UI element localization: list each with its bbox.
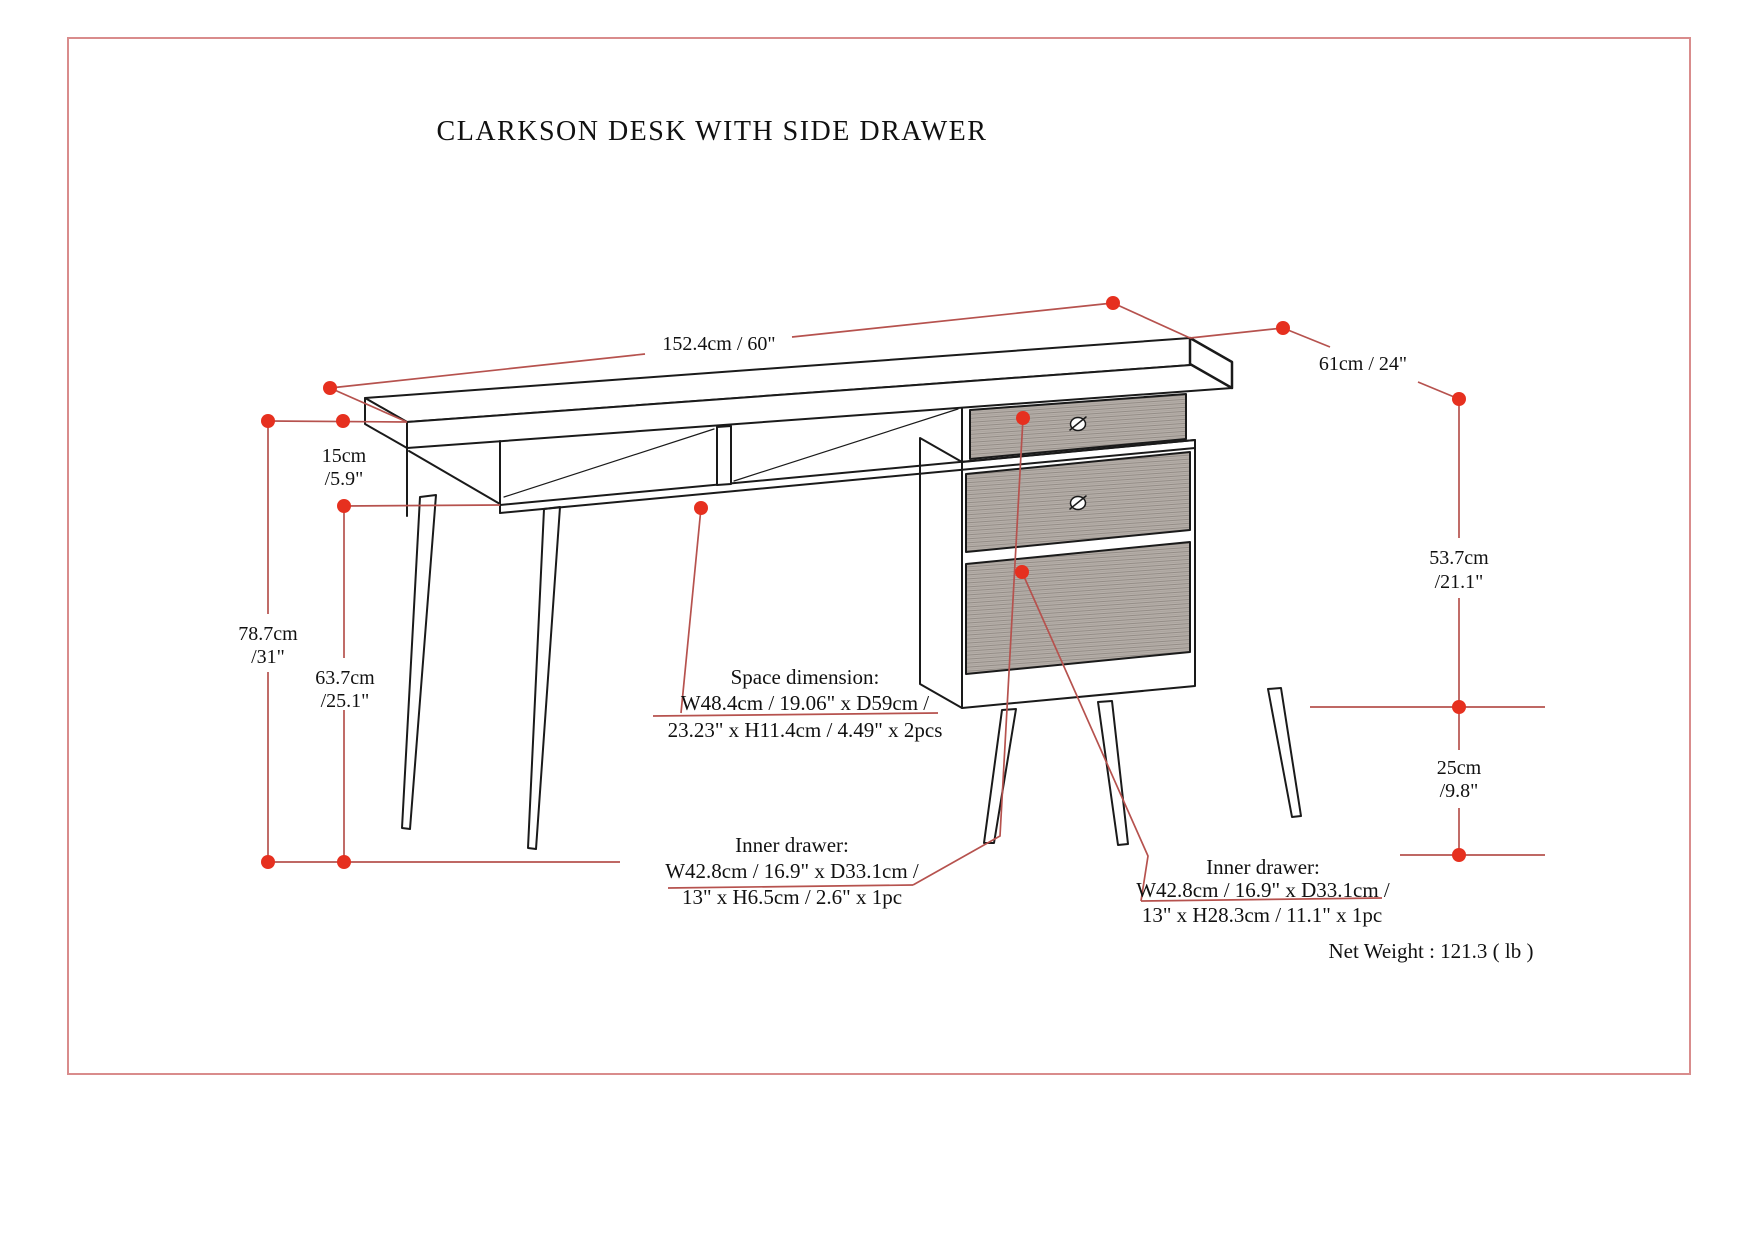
space-note-line2: W48.4cm / 19.06" x D59cm /	[681, 691, 929, 715]
small-drawer-note-line1: Inner drawer:	[735, 833, 849, 857]
large-drawer-note-line3: 13" x H28.3cm / 11.1" x 1pc	[1142, 903, 1382, 927]
height-dim-label-cm: 78.7cm	[238, 623, 298, 645]
page-title: CLARKSON DESK WITH SIDE DRAWER	[437, 116, 988, 147]
page-border	[67, 37, 1691, 1075]
clearance-dim-label-cm: 63.7cm	[315, 667, 375, 689]
small-drawer-note-line3: 13" x H6.5cm / 2.6" x 1pc	[682, 885, 902, 909]
pedestal-back-leg	[1267, 687, 1302, 818]
left-back-leg	[401, 494, 437, 830]
small-drawer-leader	[912, 417, 1024, 886]
finger-holes	[1069, 416, 1087, 511]
small-drawer-note-line2: W42.8cm / 16.9" x D33.1cm /	[665, 859, 919, 883]
large-drawer-leader	[1021, 571, 1149, 902]
pedestal-dim-label-cm: 53.7cm	[1429, 547, 1489, 569]
depth-dim-line	[1189, 327, 1284, 339]
pedestal-dim-label-in: /21.1"	[1435, 571, 1484, 593]
large-drawer-note-line1: Inner drawer:	[1206, 855, 1320, 879]
net-weight-label: Net Weight : 121.3 ( lb )	[1329, 939, 1534, 963]
space-leader	[680, 507, 702, 714]
thickness-dim-label-cm: 15cm	[322, 445, 367, 467]
space-note-line1: Space dimension:	[731, 665, 880, 689]
large-drawer-note-line2: W42.8cm / 16.9" x D33.1cm /	[1136, 878, 1390, 902]
height-dim-label-in: /31"	[251, 646, 285, 668]
dimension-dots	[261, 296, 1466, 869]
depth-dim-label: 61cm / 24"	[1319, 353, 1407, 375]
clearance-dim-label-in: /25.1"	[321, 690, 370, 712]
width-dim-label: 152.4cm / 60"	[662, 333, 775, 355]
pedestal-left-leg	[983, 708, 1017, 844]
desktop-right-end	[1188, 336, 1234, 390]
dimension-lines	[267, 302, 1545, 902]
width-dim-line	[329, 353, 646, 389]
leg-dim-label-in: /9.8"	[1440, 780, 1479, 802]
leg-dim-label-cm: 25cm	[1437, 757, 1482, 779]
cubby-shelf	[406, 407, 1196, 517]
thickness-dim-label-in: /5.9"	[325, 468, 364, 490]
cubby-divider	[716, 425, 732, 486]
space-note-line3: 23.23" x H11.4cm / 4.49" x 2pcs	[668, 718, 943, 742]
pedestal-right-leg	[1097, 700, 1129, 846]
